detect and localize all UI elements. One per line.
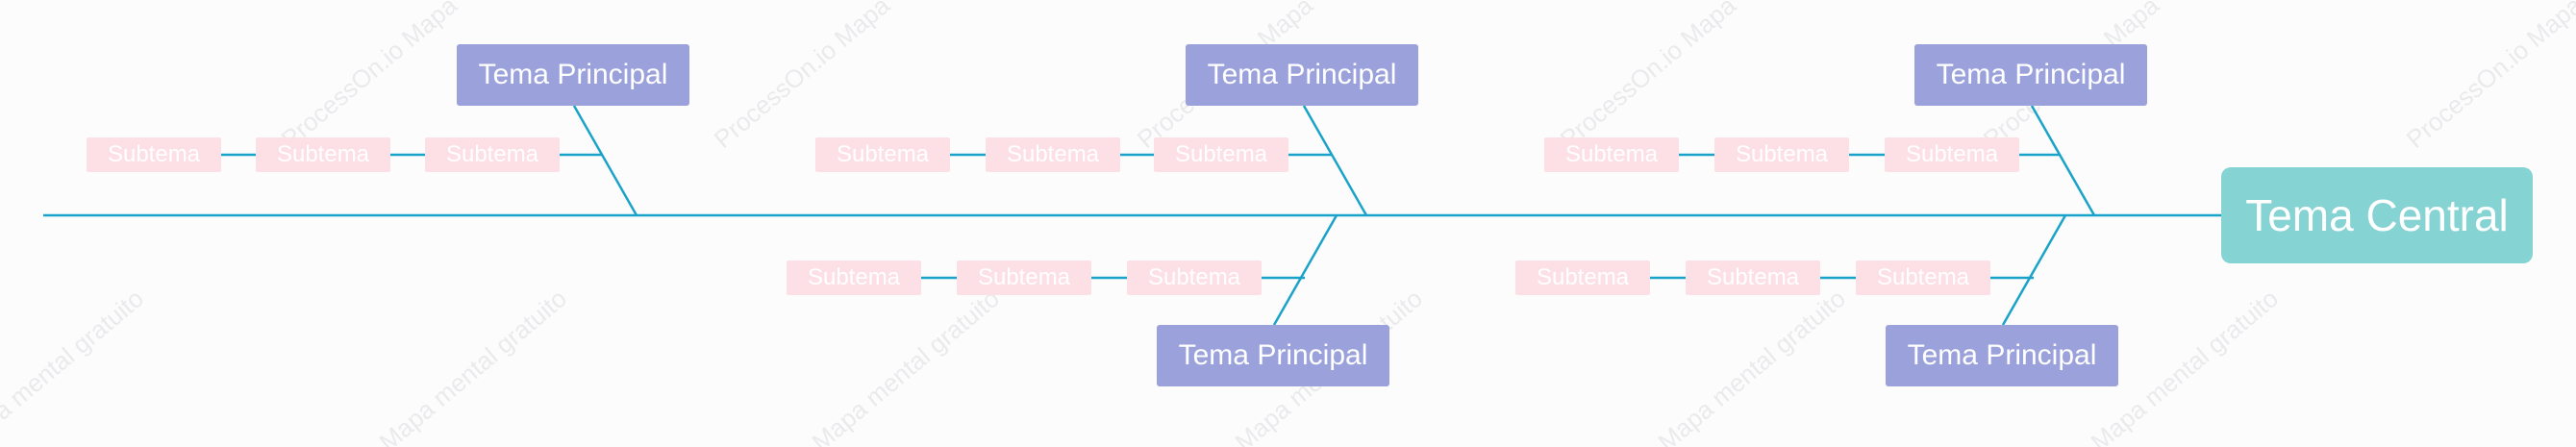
branch-line — [2001, 214, 2067, 326]
subtopic[interactable]: Subtema — [1686, 261, 1820, 295]
subtopic[interactable]: Subtema — [815, 137, 950, 172]
subtopic[interactable]: Subtema — [256, 137, 390, 172]
main-topic[interactable]: Tema Principal — [1886, 325, 2118, 386]
subtopic[interactable]: Subtema — [1127, 261, 1262, 295]
subtopic[interactable]: Subtema — [787, 261, 921, 295]
subtopic[interactable]: Subtema — [1856, 261, 1990, 295]
branch-line — [1302, 105, 1368, 216]
subtopic[interactable]: Subtema — [1154, 137, 1288, 172]
subtopic[interactable]: Subtema — [87, 137, 221, 172]
branch-line — [572, 105, 638, 216]
main-topic[interactable]: Tema Principal — [1914, 44, 2147, 106]
main-topic[interactable]: Tema Principal — [1157, 325, 1389, 386]
subtopic[interactable]: Subtema — [1714, 137, 1849, 172]
subtopic[interactable]: Subtema — [1515, 261, 1650, 295]
branch-line — [2030, 105, 2096, 216]
subtopic[interactable]: Subtema — [425, 137, 560, 172]
main-topic[interactable]: Tema Principal — [1186, 44, 1418, 106]
subtopic[interactable]: Subtema — [986, 137, 1120, 172]
subtopic[interactable]: Subtema — [1544, 137, 1679, 172]
subtopic[interactable]: Subtema — [957, 261, 1091, 295]
main-topic[interactable]: Tema Principal — [457, 44, 689, 106]
branch-line — [1272, 214, 1338, 326]
central-topic[interactable]: Tema Central — [2221, 167, 2533, 263]
subtopic[interactable]: Subtema — [1885, 137, 2019, 172]
